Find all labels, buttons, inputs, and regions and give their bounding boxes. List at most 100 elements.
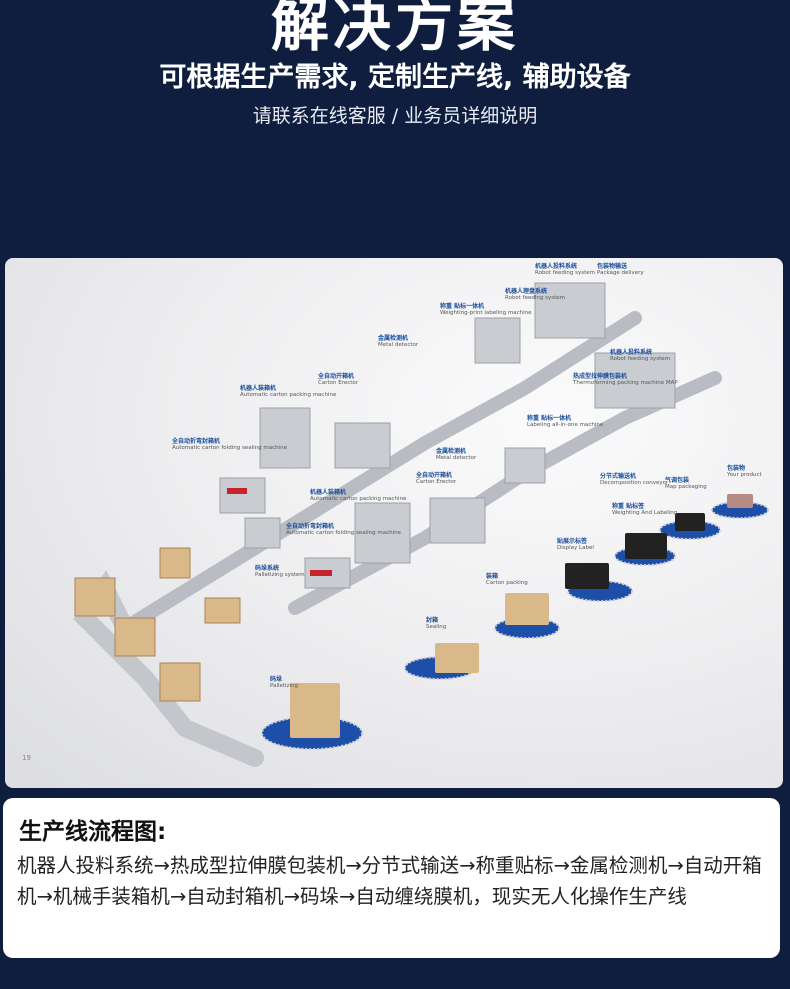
sealing-flap-1 — [310, 570, 332, 576]
product-item-2 — [625, 533, 667, 559]
label-cn: 称重 贴标一体机 — [527, 415, 572, 422]
product-item-0 — [727, 494, 753, 508]
label-en: Metal detector — [378, 342, 419, 348]
product-item-5 — [435, 643, 479, 673]
label-en: Sealing — [426, 624, 447, 630]
product-item-4 — [505, 593, 549, 625]
label-cn: 码垛系统 — [255, 565, 280, 572]
machine-3 — [534, 282, 606, 339]
label-cn: 封箱 — [426, 617, 439, 624]
label-en: Map packaging — [665, 484, 707, 490]
flow-description: 机器人投料系统→热成型拉伸膜包装机→分节式输送→称重贴标→金属检测机→自动开箱机… — [17, 854, 762, 908]
label-en: Your product — [727, 472, 762, 478]
label-en: Robot feeding system — [505, 295, 566, 301]
label-cn: 称重 贴标一体机 — [440, 303, 485, 310]
page-subtitle: 可根据生产需求, 定制生产线, 辅助设备 — [159, 62, 631, 93]
label-en: Palletizing system — [255, 572, 305, 578]
label-en: Automatic carton packing machine — [240, 392, 337, 398]
page-number: 19 — [22, 754, 31, 762]
label-cn: 全自动开箱机 — [318, 373, 355, 380]
label-cn: 机器人投料系统 — [610, 349, 653, 356]
label-en: Automatic carton folding sealing machine — [172, 445, 287, 451]
label-cn: 包装物 — [727, 465, 746, 472]
label-cn: 分节式输送机 — [600, 473, 637, 480]
label-en: Carton Erector — [318, 380, 359, 386]
flow-card: 生产线流程图: 机器人投料系统→热成型拉伸膜包装机→分节式输送→称重贴标→金属检… — [3, 798, 780, 958]
label-cn: 全自动折弯封箱机 — [286, 523, 335, 530]
label-en: Metal detector — [436, 455, 477, 461]
label-en: Thermoforming packing machine MAP — [573, 380, 678, 386]
label-en: Decomposition conveyor — [600, 480, 669, 486]
label-cn: 称重 贴标签 — [612, 503, 645, 510]
label-cn: 金属检测机 — [378, 335, 409, 342]
carton-stack-1 — [114, 617, 156, 657]
label-cn: 机器人理盘系统 — [505, 288, 548, 295]
carton-stack-3 — [159, 547, 191, 579]
label-cn: 贴展示标签 — [557, 538, 588, 545]
label-cn: 全自动折弯封箱机 — [172, 438, 221, 445]
production-line-illustration — [73, 282, 769, 767]
product-item-6 — [290, 683, 340, 738]
flow-heading: 生产线流程图: — [19, 819, 167, 845]
machine-0 — [259, 407, 311, 469]
carton-stack-0 — [74, 577, 116, 617]
label-en: Palletizing — [270, 683, 298, 689]
page-title: 解决方案 — [270, 0, 519, 59]
label-cn: 热成型拉伸膜包装机 — [573, 373, 628, 380]
label-cn: 机器人装箱机 — [240, 385, 277, 392]
sealing-flap-0 — [227, 488, 247, 494]
label-cn: 装箱 — [486, 573, 499, 580]
product-pedestal-0 — [711, 501, 769, 519]
carton-stack-4 — [204, 597, 241, 624]
label-en: Display Label — [557, 545, 594, 551]
label-en: Automatic carton folding sealing machine — [286, 530, 401, 536]
label-en: Automatic carton packing machine — [310, 496, 407, 502]
label-en: Carton packing — [486, 580, 528, 586]
contact-note: 请联系在线客服 / 业务员详细说明 — [252, 105, 538, 127]
label-cn: 金属检测机 — [436, 448, 467, 455]
label-en: Robot feeding system — [535, 270, 596, 276]
label-en: Weighting-print labeling machine — [440, 310, 532, 316]
label-en: Carton Erector — [416, 479, 457, 485]
label-en: Labeling all-in-one machine — [527, 422, 604, 428]
machine-7 — [504, 447, 546, 484]
machine-5 — [354, 502, 411, 564]
label-cn: 码垛 — [270, 676, 283, 683]
machine-2 — [474, 317, 521, 364]
label-en: Package delivery — [597, 270, 644, 276]
label-cn: 气调包装 — [665, 477, 690, 484]
machine-4 — [594, 352, 676, 409]
machine-1 — [334, 422, 391, 469]
label-cn: 机器人装箱机 — [310, 489, 347, 496]
label-en: Robot feeding system — [610, 356, 671, 362]
product-item-1 — [675, 513, 705, 531]
machine-6 — [429, 497, 486, 544]
product-item-3 — [565, 563, 609, 589]
carton-stack-2 — [159, 662, 201, 702]
label-cn: 机器人投料系统 — [535, 263, 578, 270]
label-cn: 全自动开箱机 — [416, 472, 453, 479]
